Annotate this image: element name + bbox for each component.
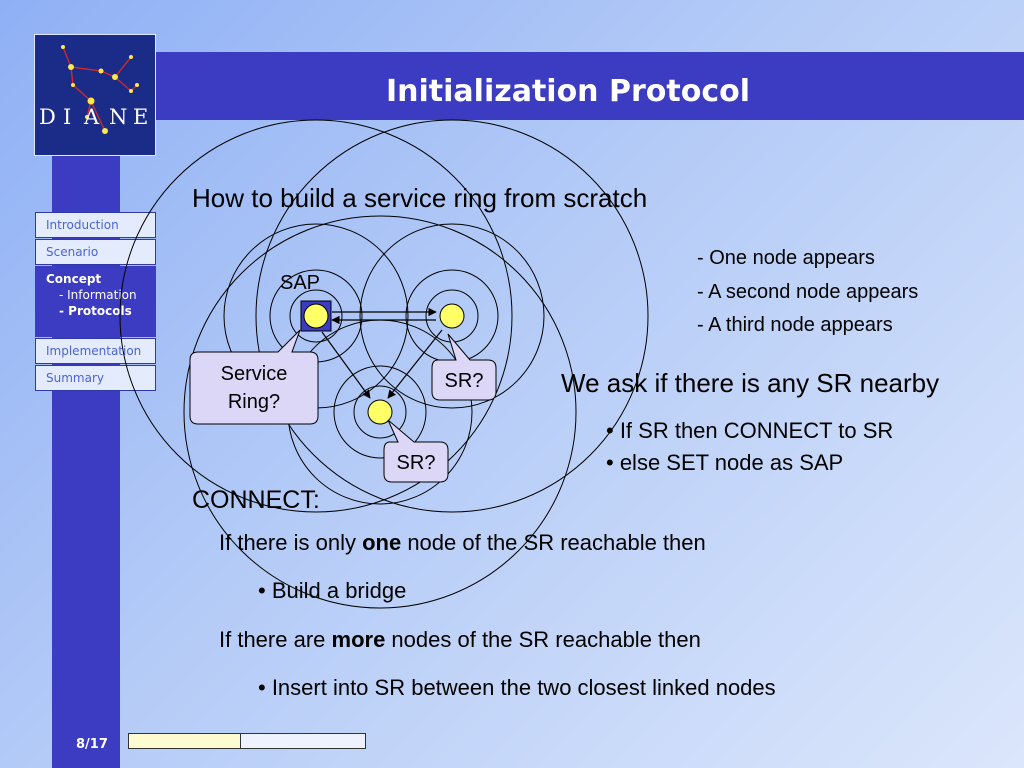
rule-emphasis: more (331, 627, 386, 652)
nav-item-concept-label: Concept (46, 272, 102, 286)
sap-label: SAP (280, 272, 321, 294)
nav-subitem-information[interactable]: - Information (59, 288, 137, 302)
side-band (52, 52, 120, 768)
callout-sr-node-c (383, 419, 449, 483)
nav-item-concept[interactable]: Concept - Information - Protocols (35, 266, 156, 337)
logo-letter: D (39, 105, 56, 129)
range-circle-inner (289, 289, 343, 343)
callout-service-ring-line2: Ring? (227, 391, 281, 413)
nav-item-implementation[interactable]: Implementation (35, 338, 156, 364)
connect-rule-one: If there is only one node of the SR reac… (219, 530, 706, 556)
range-circle-medium (359, 223, 545, 409)
nav-item-introduction[interactable]: Introduction (35, 212, 156, 238)
callout-sr-label: SR? (396, 452, 436, 474)
link-arrow (321, 331, 371, 399)
slide-progress-bar (128, 733, 366, 749)
rule-text: If there are (219, 627, 332, 652)
range-circle-small (333, 365, 427, 459)
section-nav: Introduction Scenario Concept - Informat… (35, 212, 158, 392)
logo-letter: I (63, 105, 72, 129)
bullet-text: • else SET node as SAP (606, 450, 844, 475)
step-text: - A third node appears (697, 314, 893, 336)
rule-emphasis: one (362, 530, 402, 555)
range-circle-large (119, 119, 513, 513)
bullet-text: • If SR then CONNECT to SR (606, 418, 894, 443)
rule-text: node of the SR reachable then (401, 530, 706, 555)
nav-subitem-protocols[interactable]: - Protocols (59, 304, 132, 318)
callout-sr-node-b (431, 333, 497, 401)
rule-text: If there is only (219, 530, 363, 555)
ring-node (367, 399, 393, 425)
callout-service-ring (189, 329, 319, 425)
diane-logo: D I A N E (34, 34, 156, 156)
slide-title: Initialization Protocol (386, 74, 750, 109)
ring-node (303, 303, 329, 329)
link-arrow (387, 329, 443, 399)
logo-letter: E (133, 105, 149, 129)
constellation-icon (61, 45, 139, 134)
nav-item-summary[interactable]: Summary (35, 365, 156, 391)
range-circle-large (255, 119, 649, 513)
connect-rule-more: If there are more nodes of the SR reacha… (219, 627, 701, 653)
nav-item-scenario[interactable]: Scenario (35, 239, 156, 265)
callout-service-ring-line1: Service (220, 363, 288, 385)
slide-progress-fill (129, 734, 241, 748)
connect-action-insert: • Insert into SR between the two closest… (258, 675, 776, 700)
ring-node (439, 303, 465, 329)
connect-action-bridge: • Build a bridge (258, 578, 407, 603)
logo-letter: A (84, 105, 100, 129)
connect-heading: CONNECT: (192, 486, 320, 514)
page-number: 8/17 (76, 737, 108, 752)
logo-letter: N (109, 105, 128, 129)
question-text: We ask if there is any SR nearby (561, 368, 940, 398)
rule-text: nodes of the SR reachable then (385, 627, 701, 652)
title-band (52, 52, 1024, 120)
callout-sr-label: SR? (444, 370, 484, 392)
step-text: - A second node appears (697, 281, 919, 303)
step-text: - One node appears (697, 247, 875, 269)
range-circle-inner (353, 385, 407, 439)
range-circle-large (183, 215, 577, 609)
slide-subtitle: How to build a service ring from scratch (192, 183, 648, 213)
